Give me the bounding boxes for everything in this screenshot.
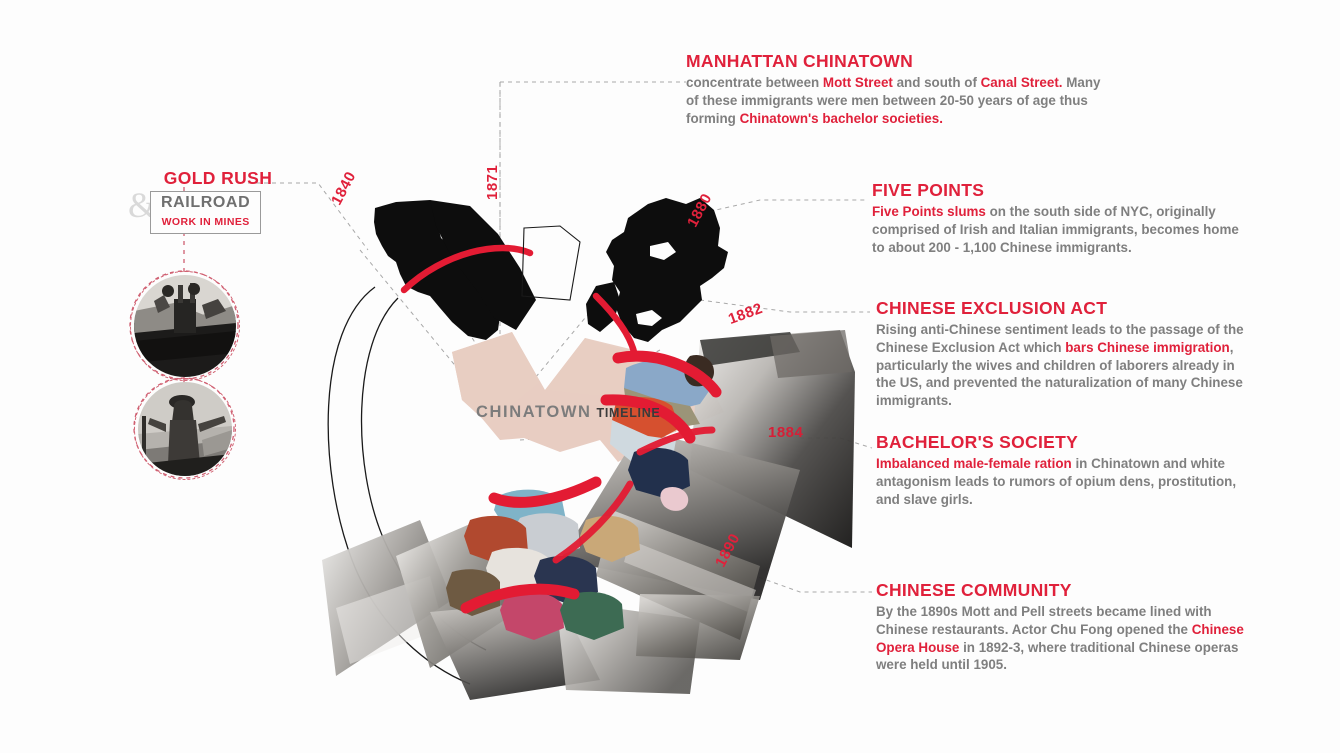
plain-text: concentrate between: [686, 75, 823, 91]
photo-collage: [322, 330, 855, 700]
plain-text: and south of: [892, 75, 981, 91]
callout-body: By the 1890s Mott and Pell streets becam…: [876, 603, 1266, 673]
leader-lines: [248, 81, 873, 593]
callout-chinese-community: CHINESE COMMUNITY By the 1890s Mott and …: [876, 581, 1266, 674]
callout-body: concentrate between Mott Street and sout…: [686, 74, 1106, 127]
highlight-text: bars Chinese immigration: [1065, 339, 1230, 355]
collage-figures: [446, 354, 714, 640]
callout-title: CHINESE EXCLUSION ACT: [876, 298, 1108, 318]
year-label-1880: 1880: [684, 190, 716, 230]
plain-text: Rising anti-Chinese sentiment leads to t…: [876, 322, 1244, 355]
plain-text: in 1892-3, where traditional Chinese ope…: [876, 639, 1239, 673]
callout-body: Rising anti-Chinese sentiment leads to t…: [876, 321, 1251, 409]
gold-rush-railroad-block: GOLD RUSH & RAILROAD WORK IN MINES: [128, 168, 308, 234]
railroad-worker-photo: [134, 378, 236, 480]
gold-rush-label: GOLD RUSH: [163, 168, 273, 188]
railroad-label: RAILROAD: [161, 194, 251, 211]
chinatown-word: CHINATOWN: [476, 403, 592, 421]
work-in-mines-label: WORK IN MINES: [161, 216, 250, 228]
highlight-text: Chinese Opera House: [876, 621, 1244, 655]
chinatown-timeline-label: CHINATOWN TIMELINE: [476, 403, 660, 422]
plain-text: By the 1890s Mott and Pell streets becam…: [876, 604, 1212, 637]
railroad-box: RAILROAD WORK IN MINES: [150, 191, 262, 234]
timeline-arc-inner: [360, 297, 487, 651]
highlight-text: Imbalanced male-female ration: [876, 456, 1072, 472]
year-label-1882: 1882: [726, 299, 766, 328]
callout-title: CHINESE COMMUNITY: [876, 580, 1072, 600]
callout-title: MANHATTAN CHINATOWN: [686, 51, 914, 71]
callout-title: FIVE POINTS: [872, 180, 985, 200]
callout-bachelors-society: BACHELOR'S SOCIETY Imbalanced male-femal…: [876, 433, 1256, 508]
callout-body: Five Points slums on the south side of N…: [872, 203, 1247, 256]
year-label-1871: 1871: [484, 164, 501, 200]
callout-manhattan-chinatown: MANHATTAN CHINATOWN concentrate between …: [686, 52, 1106, 127]
highlight-text: Canal Street.: [980, 75, 1063, 91]
highlight-text: Chinatown's bachelor societies.: [739, 110, 943, 126]
gold-rush-photo-art: [134, 275, 236, 377]
gold-rush-miners-photo: [130, 271, 240, 381]
highlight-text: Mott Street: [822, 75, 893, 91]
callout-title: BACHELOR'S SOCIETY: [876, 432, 1079, 452]
nyc-map-silhouette: [586, 198, 728, 342]
plain-text: Many of these immigrants were men betwee…: [686, 75, 1101, 126]
highlight-text: Five Points slums: [872, 204, 986, 220]
railroad-photo-art: [138, 382, 232, 476]
plain-text: on the south side of NYC, originally com…: [872, 204, 1239, 255]
red-ribbon: [460, 350, 722, 614]
year-label-1840: 1840: [328, 168, 360, 208]
callout-chinese-exclusion-act: CHINESE EXCLUSION ACT Rising anti-Chines…: [876, 299, 1256, 409]
plain-text: , particularly the wives and children of…: [876, 339, 1243, 408]
timeline-arc-outer: [327, 286, 471, 685]
nyc-red-arc: [592, 292, 638, 356]
timeline-word: TIMELINE: [596, 406, 661, 420]
chinatown-map-shape: [452, 332, 724, 462]
year-label-1884: 1884: [768, 424, 804, 441]
california-map-silhouette: [374, 200, 536, 340]
callout-five-points: FIVE POINTS Five Points slums on the sou…: [872, 181, 1252, 256]
red-ribbon-thin: [552, 426, 716, 564]
plain-text: in Chinatown and white antagonism leads …: [876, 456, 1237, 507]
year-label-1890: 1890: [712, 530, 744, 570]
california-red-arc: [400, 244, 534, 294]
callout-body: Imbalanced male-female ration in Chinato…: [876, 455, 1251, 508]
outline-shapes: [521, 225, 581, 301]
